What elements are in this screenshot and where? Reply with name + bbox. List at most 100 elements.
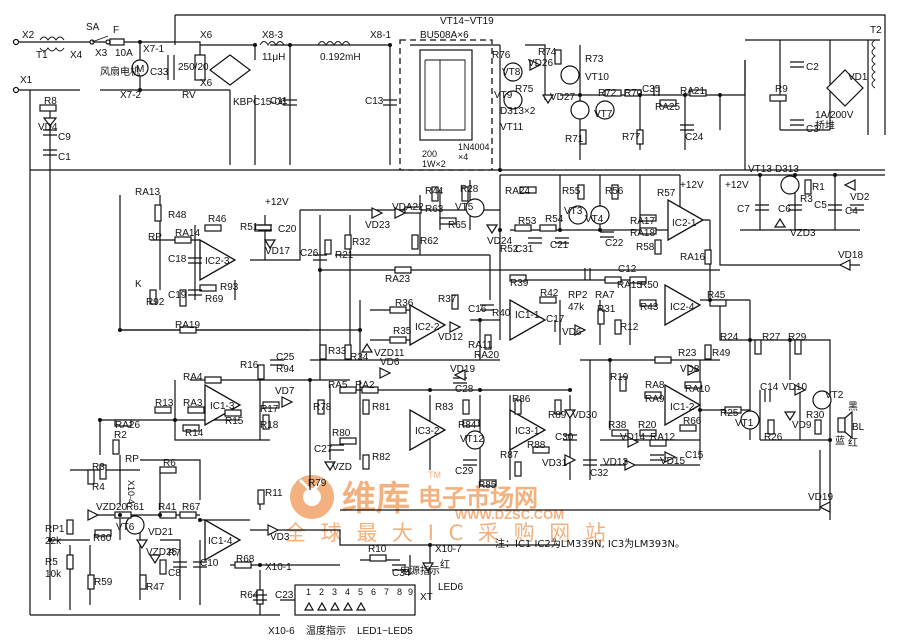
label-blue: 蓝 [835,435,845,447]
label-r3: R3 [800,194,813,205]
label-vd3: VD3 [270,532,290,543]
label-rv-rating: 250/20 [178,62,209,73]
transistor-vt6-icon [125,515,145,535]
label-ic1-2: IC1-2 [670,402,695,413]
label-temp-ind: 温度指示 [306,624,346,637]
label-ic2-2: IC2-2 [415,322,440,333]
label-r72: R72 [598,88,617,99]
opamp-ic2-4 [664,283,702,327]
label-c26: C26 [300,248,319,259]
label-ra15: RA15 [617,280,642,291]
label-vzd3: VZD3 [790,228,816,239]
label-vt12: VT12 [460,434,484,445]
label-vzd11: VZD11 [374,348,405,359]
label-r79: R79 [308,478,327,489]
label-r64: R64 [240,590,259,601]
diode-vd3-icon [267,524,280,536]
label-vd8: VD8 [680,364,700,375]
label-c22: C22 [605,238,624,249]
xt-pin: 1 [306,587,311,597]
label-vd7: VD7 [275,386,295,397]
label-f: F [113,25,119,36]
label-vzd25: VZD25 [146,547,178,558]
label-bl: BL [852,422,865,433]
label-vd14: VD14 [620,432,645,443]
label-motor: 风扇电机 [100,65,140,78]
label-r70: R70 [624,88,643,99]
label-ic1-1: IC1-1 [515,310,540,321]
label-c27: C27 [314,444,333,455]
opamp-ic2-1 [667,198,705,242]
label-r47: R47 [146,582,165,593]
label-c18: C18 [168,254,187,265]
label-ra3: RA3 [183,398,203,409]
label-r55: R55 [562,186,581,197]
label-vd18: VD18 [838,250,863,261]
label-r24: R24 [720,332,739,343]
label-r50: R50 [640,280,659,291]
label-vd9: VD9 [792,420,812,431]
t1-coil-icon [39,36,65,41]
label-vda22: VDA22 [392,202,424,213]
label-r15: R15 [225,416,244,427]
inductor-l2-icon [317,41,351,46]
label-ra13: RA13 [135,187,160,198]
label-ic2-1: IC2-1 [672,218,697,229]
label-c4: C4 [845,206,858,217]
watermark-trademark: TM [428,470,441,480]
label-vd19b: VD19 [808,492,833,503]
connector-xt [294,584,416,616]
label-r51: R51 [240,222,259,233]
label-c9: C9 [58,132,71,143]
label-r29: R29 [788,332,807,343]
junctions [48,40,837,567]
transistor-vt11-icon [570,100,590,120]
label-power-ind: 电源指示 [400,564,440,577]
label-ra9: RA9 [645,394,665,405]
diode-vd13-icon [624,459,637,471]
diode-vd14-icon [627,436,640,448]
bu508-transistor-bank [399,39,493,171]
label-vzd: VZD [332,462,352,473]
diode-vd24-icon [485,224,499,235]
label-r25: R25 [720,408,739,419]
label-vd24: VD24 [487,236,512,247]
label-r16: R16 [240,360,259,371]
label-r87: R87 [500,450,519,461]
xt-pin: 7 [384,587,389,597]
label-r38: R38 [608,420,627,431]
label-vd15: VD15 [660,456,685,467]
label-r89: R89 [548,410,567,421]
label-black: 黑 [848,401,858,413]
label-x7-1: X7-1 [143,44,165,55]
label-r85: R85 [478,480,497,491]
opamp-ic1-3 [204,383,242,427]
transistor-vt7-icon [595,100,615,120]
diode-vd23-icon [371,207,384,219]
label-d313: D313 [775,164,799,175]
diode-vd21-icon [135,539,149,550]
label-vd26: VD26 [528,58,553,69]
label-rp: RP [148,232,162,243]
diode-vd8-icon [687,364,700,376]
label-c12: C12 [618,264,637,275]
power-stage: M [12,35,876,171]
label-ic1-4: IC1-4 [208,536,233,547]
label-plus12v-b: +12V [265,197,289,208]
label-vd21: VD21 [148,527,173,538]
label-c19: C19 [168,290,187,301]
label-r2: R2 [114,430,127,441]
label-led6: LED6 [438,582,463,593]
label-c2: C2 [806,62,819,73]
diode-vd17-icon [263,239,277,250]
label-t1: T1 [36,50,48,61]
diodes [42,59,856,573]
label-r77: R77 [622,132,641,143]
zener-vzd20-icon [87,509,100,521]
diode-vd19-icon [453,369,466,381]
label-r36: R36 [395,298,414,309]
label-x7-2: X7-2 [120,90,142,101]
label-vt4: VT4 [585,214,604,225]
label-c5: C5 [814,200,827,211]
